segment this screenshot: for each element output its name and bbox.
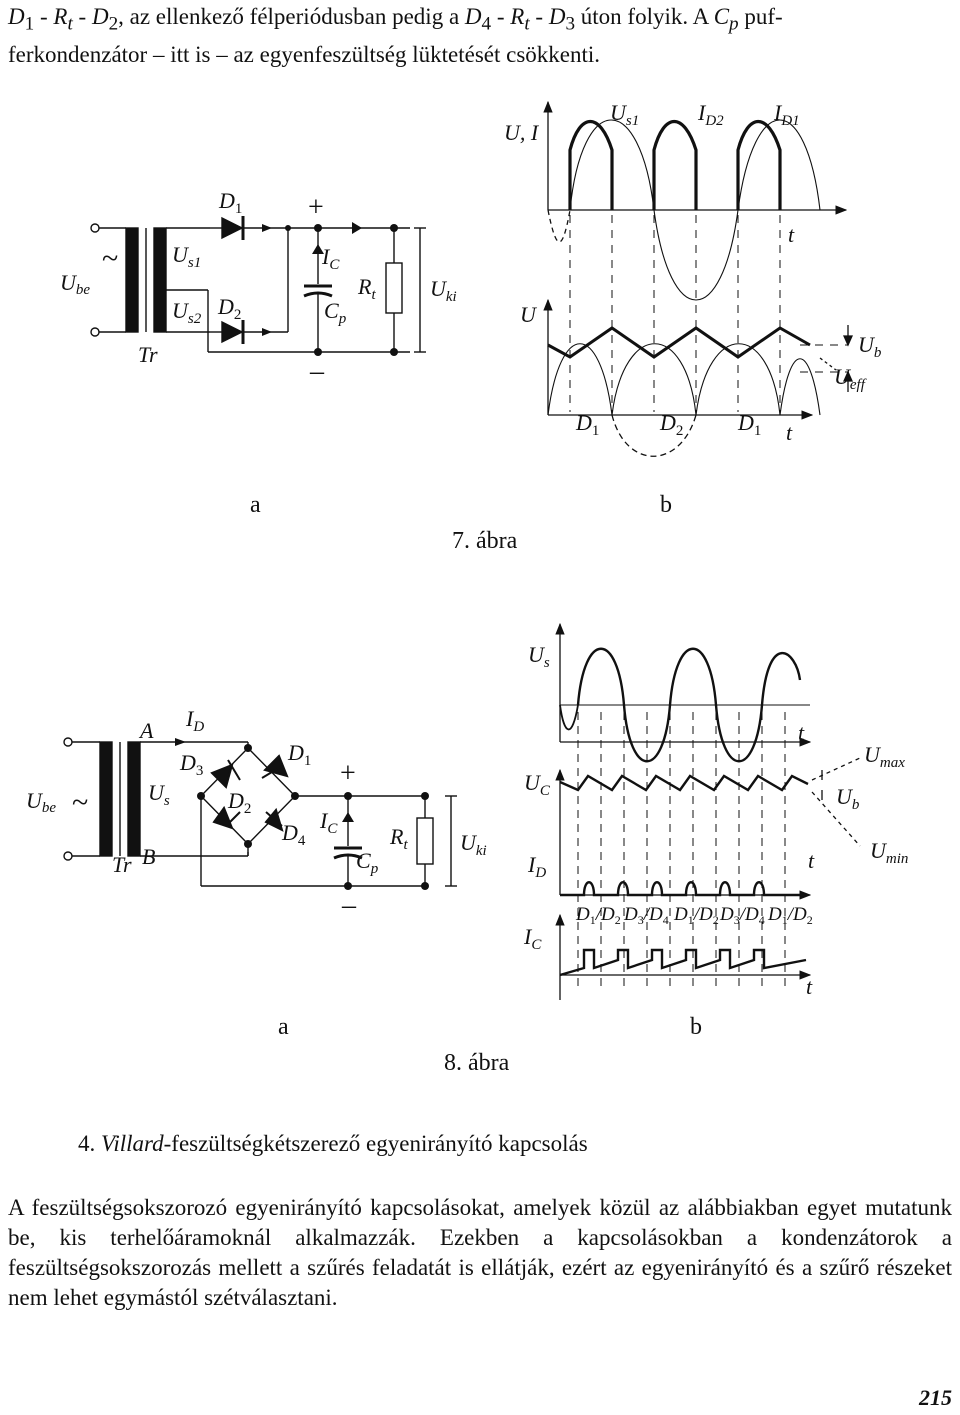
sym: D [548, 4, 566, 29]
body-paragraph: A feszültségsokszorozó egyenirányító kap… [8, 1195, 952, 1310]
fig8-tr-label: Tr [112, 852, 132, 877]
fig8-part-b: b [690, 1014, 702, 1040]
fig7-rt-label: Rt [357, 274, 376, 303]
fig8-minus: – [341, 890, 357, 921]
sub: t [524, 13, 530, 35]
fig8-diode-seq-1: D3/D4 [623, 904, 669, 927]
txt: úton folyik. A [575, 4, 714, 29]
sub: 2 [108, 13, 119, 35]
fig8-us-graph-label: Us [528, 642, 550, 671]
sym: R [510, 4, 525, 29]
fig8-rt-label: Rt [389, 824, 408, 853]
fig8-umin-label: Umin [870, 838, 908, 867]
fig7-ueff-label: Ueff [834, 364, 867, 393]
sub: 4 [481, 13, 492, 35]
txt: ferkondenzátor – itt is – az egyenfeszül… [8, 41, 601, 67]
txt: - [34, 4, 54, 29]
fig7-graph-d2: D2 [659, 410, 683, 439]
fig8-d1-label: D1 [287, 740, 311, 769]
fig8-caption: 8. ábra [444, 1050, 510, 1076]
sym: R [53, 4, 68, 29]
figure-8: Ube ~ Tr A B Us ID D3 D1 D2 D4 + – IC Cp… [26, 622, 908, 1076]
fig8-ic-graph-label: IC [523, 924, 542, 953]
fig7-ube-label: Ube [60, 270, 90, 298]
fig8-us-label: Us [148, 780, 170, 809]
fig8-cp-label: Cp [356, 848, 379, 877]
txt: - [72, 4, 92, 29]
section-title-rest: -feszültségkétszerező egyenirányító kapc… [163, 1131, 588, 1156]
fig8-b-node: B [142, 844, 155, 869]
sym: C [713, 4, 730, 29]
fig7-part-b: b [660, 492, 672, 518]
fig7-tilde: ~ [102, 242, 118, 275]
fig7-d1-label: D1 [218, 188, 242, 217]
fig8-t-axis-3: t [806, 974, 813, 999]
fig7-us1-graph-label: Us1 [610, 100, 639, 129]
page-number: 215 [919, 1385, 952, 1410]
fig7-part-a: a [250, 492, 261, 518]
fig7-d2-label: D2 [217, 294, 241, 323]
figure-7: Ube ~ Tr Us1 Us2 D1 D2 + – IC Cp Rt Uki [60, 100, 882, 554]
sub: 1 [24, 13, 35, 35]
fig8-ic-label: IC [319, 808, 338, 837]
txt: puf- [738, 4, 783, 29]
fig8-diode-seq-3: D3/D4 [719, 904, 765, 927]
fig7-graph-d1b: D1 [737, 410, 761, 439]
sym: D [8, 4, 25, 29]
fig8-t-axis-1: t [798, 720, 805, 745]
fig8-diode-seq-2: D1/D2 [673, 904, 719, 927]
fig8-diode-seq-0: D1/D2 [575, 904, 621, 927]
fig7-id1-label: ID1 [773, 100, 800, 129]
txt: , az ellenkező félperiódusban pedig a [118, 4, 465, 29]
section-name: Villard [101, 1131, 164, 1156]
txt: - [491, 4, 511, 29]
fig8-id-graph-label: ID [527, 852, 546, 881]
txt: - [529, 4, 549, 29]
fig8-t-axis-2: t [808, 848, 815, 873]
sub: t [67, 13, 73, 35]
fig7-u-label: U [520, 302, 538, 327]
fig7-graph-d1a: D1 [575, 410, 599, 439]
fig8-umax-label: Umax [864, 742, 905, 771]
fig8-d2-label: D2 [227, 788, 251, 817]
intro-paragraph: D1 - Rt - D2, az ellenkező félperiódusba… [8, 2, 952, 70]
fig8-uki-label: Uki [460, 830, 487, 859]
fig8-ub-label: Ub [836, 784, 860, 813]
fig7-t-axis-2: t [786, 420, 793, 445]
fig7-ic-label: IC [321, 244, 340, 273]
fig7-ub-label: Ub [858, 332, 882, 361]
sym: D [91, 4, 109, 29]
fig8-d4-label: D4 [281, 820, 306, 849]
fig8-a-node: A [138, 718, 154, 743]
fig7-id2-label: ID2 [697, 100, 724, 129]
fig7-caption: 7. ábra [452, 528, 518, 554]
fig8-part-a: a [278, 1014, 289, 1040]
fig8-ube-label: Ube [26, 788, 56, 816]
fig8-id-label: ID [185, 706, 204, 735]
fig8-uc-label: UC [524, 770, 551, 799]
sym: D [464, 4, 482, 29]
fig8-d3-label: D3 [179, 750, 203, 779]
fig8-plus: + [340, 758, 356, 789]
fig7-t-axis-1: t [788, 222, 795, 247]
fig8-diode-seq-4: D1/D2 [767, 904, 813, 927]
section-number: 4. [78, 1131, 101, 1156]
fig7-ui-label: U, I [504, 120, 540, 145]
sub: p [729, 13, 739, 35]
section-heading: 4. Villard-feszültségkétszerező egyenirá… [78, 1131, 588, 1157]
fig7-us1-label: Us1 [172, 242, 201, 271]
fig7-plus: + [308, 192, 324, 223]
fig7-minus: – [309, 356, 325, 387]
fig7-us2-label: Us2 [172, 298, 202, 327]
fig8-tilde: ~ [72, 786, 88, 819]
fig7-cp-label: Cp [324, 298, 347, 327]
fig7-uki-label: Uki [430, 276, 457, 305]
fig7-tr-label: Tr [138, 342, 158, 367]
sub: 3 [565, 13, 576, 35]
